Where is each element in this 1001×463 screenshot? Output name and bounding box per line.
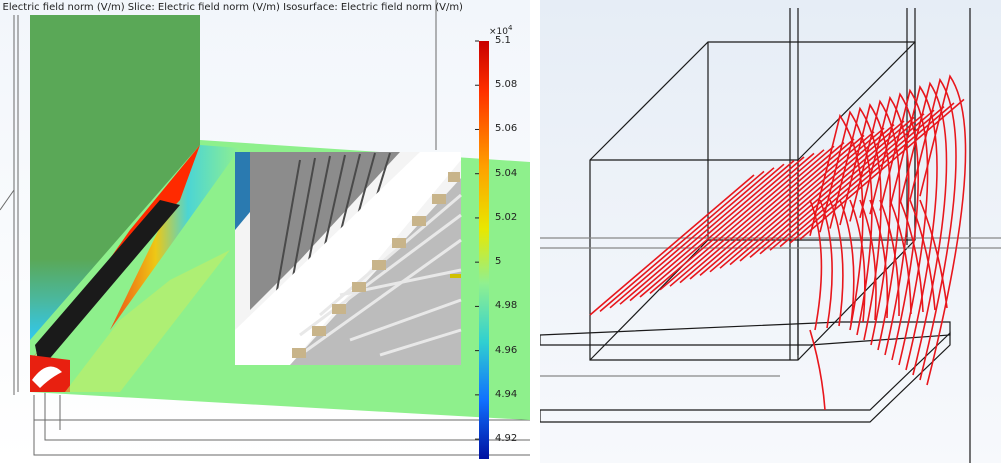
streamline	[829, 106, 882, 341]
zoom-inset	[235, 152, 462, 365]
streamline	[679, 141, 845, 284]
streamline	[809, 329, 826, 411]
colorbar-tick-label: 4.96	[495, 344, 518, 356]
streamline	[669, 145, 835, 287]
streamline	[619, 163, 785, 305]
streamline	[889, 199, 912, 315]
colorbar-tick-label: 5.1	[495, 35, 511, 46]
streamline	[659, 149, 825, 291]
corner-isosurface	[32, 366, 62, 388]
streamline	[729, 123, 895, 266]
streamline	[809, 113, 864, 331]
streamline	[689, 138, 855, 280]
streamline	[709, 131, 875, 273]
streamline	[609, 167, 775, 309]
colorbar-tick-label: 5.02	[495, 211, 518, 223]
streamline	[869, 199, 889, 319]
geometry-edges	[0, 0, 530, 456]
streamline	[919, 74, 967, 386]
streamline	[919, 199, 948, 309]
colorbar-multiplier: ×104	[489, 24, 513, 37]
streamline	[639, 156, 805, 298]
streamline	[719, 127, 885, 269]
colorbar-tick-label: 5	[495, 256, 502, 268]
streamline	[859, 199, 877, 321]
colorbar-tick-label: 5.06	[495, 123, 518, 135]
streamline	[829, 199, 844, 327]
streamline	[809, 199, 823, 331]
streamline	[839, 103, 892, 346]
streamline	[909, 199, 936, 311]
streamline-plot-graphic	[540, 8, 1001, 463]
slice-plot-panel[interactable]: : Electric field norm (V/m) Slice: Elect…	[0, 0, 530, 463]
electrode-edge	[35, 200, 180, 370]
streamline	[899, 199, 924, 313]
streamline	[869, 92, 919, 361]
plot-title: : Electric field norm (V/m) Slice: Elect…	[0, 2, 463, 13]
colorbar-tick-label: 4.92	[495, 433, 518, 445]
streamline	[589, 174, 755, 316]
upper-slice-plane	[30, 15, 200, 340]
streamline	[699, 134, 865, 277]
streamline	[649, 152, 815, 295]
streamline	[819, 199, 833, 329]
geometry-edges	[540, 8, 1001, 463]
colorbar-tick-label: 5.04	[495, 167, 518, 179]
streamline	[629, 159, 795, 302]
streamline	[879, 199, 900, 317]
streamline-plot-panel[interactable]	[540, 0, 1001, 463]
colorbar-tick-label: 5.08	[495, 79, 518, 91]
streamline	[839, 199, 855, 325]
colorbar-tick-label: 4.98	[495, 300, 518, 312]
field-fan	[110, 145, 240, 330]
streamline	[599, 170, 765, 313]
colorbar-tick-label: 4.94	[495, 388, 518, 400]
colorbar	[479, 41, 489, 459]
streamline	[849, 199, 866, 323]
slice-plot-graphic	[0, 0, 530, 459]
field-streamlines	[589, 74, 967, 411]
